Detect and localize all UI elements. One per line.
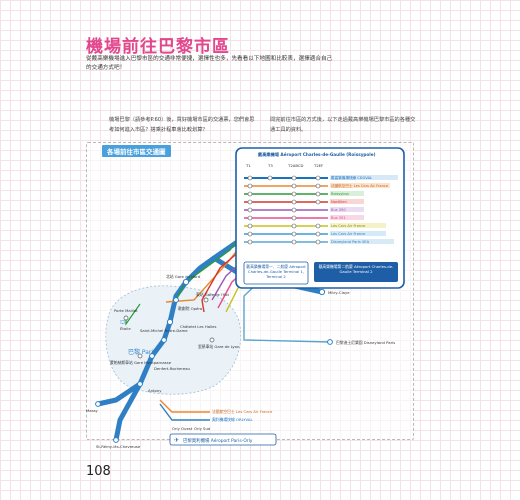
legend-label-7: Les Cars Air France (331, 232, 366, 236)
station-montparnasse: 蒙帕納斯車站 Gare Montparnasse (110, 360, 172, 365)
line-blue-orly (159, 403, 210, 421)
station-dot-mitry (318, 288, 326, 296)
station-orly-sud: Orly Sud (194, 426, 211, 431)
station-dot-gare-lyon (209, 337, 215, 343)
station-gare-est: 東站 Gare de l'Est (196, 292, 230, 297)
station-dot-st-michel (161, 337, 167, 343)
ticket-columns: T1 T3 T2ABCD T2EF (245, 163, 323, 168)
paragraph-left: 機場巴黎（請參考P.60）後，買好機場市區的交通票，您們會思考如何進入市區？搭乘… (109, 117, 255, 133)
station-gare-du-nord: 北站 Gare du Nord (166, 274, 201, 279)
station-gare-lyon: 里昂車站 Gare de Lyon (198, 344, 240, 349)
eiffel-tower-icon: ⛫ (120, 319, 126, 326)
orly-box (169, 433, 277, 446)
legend-label-2: Roissybus (331, 192, 349, 196)
rer-b-line (113, 255, 217, 443)
ticket-col-t2ef: T2EF (313, 163, 323, 168)
station-dot-denfert (149, 353, 155, 359)
station-dot-antony (137, 381, 143, 387)
terminal-box-1 (243, 261, 309, 285)
legend-label-6: Les Cars Air France (331, 224, 366, 228)
terminal-2-label: 戴高樂機場第二航廈 Aéroport Charles-de-Gaulle Ter… (318, 264, 394, 274)
paris-area (105, 285, 242, 395)
ticket-col-t2abcd: T2ABCD (287, 163, 304, 168)
station-orly-air-france: 法國航空巴士 Les Cars Air France (212, 409, 273, 414)
terminal-1-label: 戴高樂機場第一、二航廈 Aéroport Charles-de-Gaulle T… (246, 264, 306, 279)
intro-text: 從戴高樂機場進入巴黎市區的交通非常便捷，選擇性也多，先看看以下地圖和比較表，選擇… (86, 56, 333, 71)
page-number: 108 (86, 464, 111, 479)
station-porte-maillot: Porte Maillot (114, 308, 138, 313)
cdg-header: 戴高樂機場 Aéroport Charles-de-Gaulle (Roissy… (258, 151, 376, 158)
legend-label-1: 法國航空巴士 Les Cars Air France (331, 183, 389, 188)
station-orly-ouest: Orly Ouest (172, 426, 193, 431)
station-massy: Massy (86, 408, 99, 413)
line-orange-orly (159, 399, 210, 413)
paragraph-right: 問完前往市區的方式後，以下走過戴高樂機場巴黎市區的各種交通工具的資料。 (270, 117, 416, 133)
legend-label-5: Bus 351 (331, 216, 346, 220)
station-dot-gare-est (203, 297, 209, 303)
legend-label-8: Disneyland Paris VEA (331, 240, 370, 244)
station-etoile: Étoile (120, 326, 131, 331)
station-dot-opera (173, 297, 179, 303)
station-st-michel: Saint-Michel Notre-Dame (140, 328, 188, 333)
ticket-col-t1: T1 (245, 163, 251, 168)
station-dot-massy (95, 401, 101, 407)
orly-airport-label: 巴黎奧利機場 Aéroport Paris-Orly (183, 437, 253, 444)
station-dot-chatelet (166, 318, 174, 326)
station-opera: 歌劇院 Opéra (178, 306, 202, 311)
legend-label-0: 戴高樂機場快線 CDGVAL (331, 175, 372, 180)
station-dot-disney (327, 339, 333, 345)
station-dot-montparnasse (137, 353, 143, 359)
ticket-col-t3: T3 (267, 163, 273, 168)
page-title: 機場前往巴黎市區 (86, 37, 230, 57)
legend-rows: 戴高樂機場快線 CDGVAL 法國航空巴士 Les Cars Air Franc… (244, 175, 398, 245)
map-title: 各場前往市區交通圖 (102, 145, 171, 157)
rer-b-branch-massy (95, 381, 143, 407)
terminal-box-2 (314, 262, 398, 282)
station-antony: Antony (148, 388, 162, 393)
station-dot-st-remy (113, 437, 119, 443)
legend-label-4: Bus 350 (331, 208, 346, 212)
station-disney: 巴黎迪士尼樂園 Disneyland Paris (336, 340, 395, 345)
paris-label: 巴黎 Paris (128, 348, 156, 356)
station-dot-gare-du-nord (182, 278, 190, 286)
legend-label-3: Noctilien (331, 200, 347, 204)
station-denfert: Denfert-Rochereau (154, 366, 191, 371)
station-mitry: Mitry-Claye (328, 290, 350, 295)
station-st-remy: St-Rémy-lès-Chevreuse (96, 444, 141, 449)
station-dot-porte-maillot (123, 315, 129, 321)
plane-icon: ✈ (174, 437, 179, 444)
station-orlyval: 奧利機場快線 ORLYVAL (212, 417, 253, 422)
station-chatelet: Châtelet Les Halles (180, 324, 216, 329)
